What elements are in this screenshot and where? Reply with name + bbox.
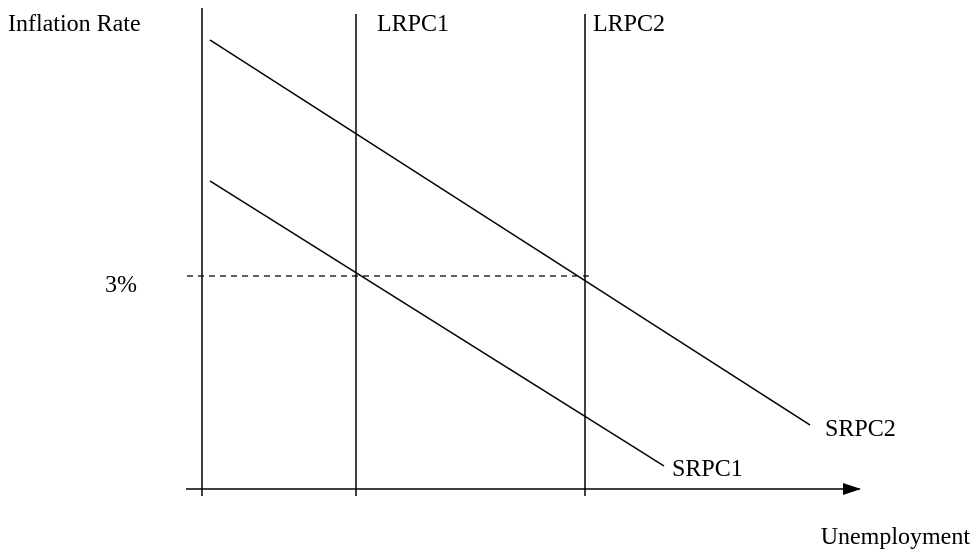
lrpc2-label: LRPC2: [593, 11, 665, 37]
srpc2-line: [209, 39, 811, 426]
srpc1-line: [209, 180, 665, 467]
reference-level-label: 3%: [105, 272, 137, 298]
y-axis-label: Inflation Rate: [8, 11, 141, 37]
srpc1-label: SRPC1: [672, 456, 743, 482]
x-axis-label: Unemployment: [821, 524, 971, 550]
srpc2-label: SRPC2: [825, 416, 896, 442]
lrpc1-label: LRPC1: [377, 11, 449, 37]
